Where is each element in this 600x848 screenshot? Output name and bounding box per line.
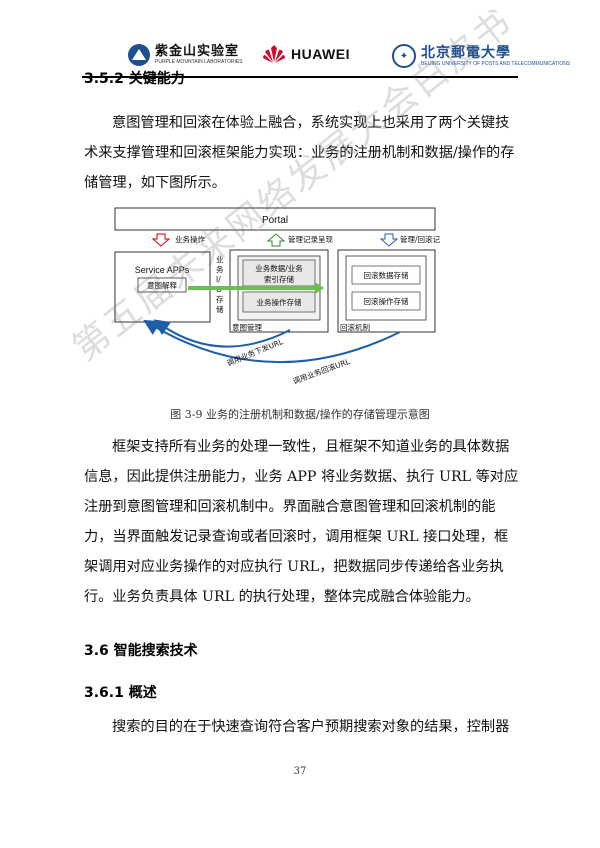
pml-logo-en: PURPLE MOUNTAIN LABORATORIES bbox=[155, 59, 243, 65]
rollback-data-box bbox=[351, 265, 421, 285]
huawei-logo: HUAWEI bbox=[262, 44, 350, 64]
intent-mgmt-label: 意图管理 bbox=[232, 322, 262, 332]
bupt-logo: ✦ 北京郵電大學 BEIJING UNIVERSITY OF POSTS AND… bbox=[392, 44, 570, 68]
mountain-icon bbox=[128, 44, 150, 66]
figure-caption: 图 3-9 业务的注册机制和数据/操作的存储管理示意图 bbox=[170, 408, 430, 421]
header-divider bbox=[82, 76, 518, 78]
huawei-wordmark: HUAWEI bbox=[291, 46, 350, 62]
header-logos: 紫金山实验室 PURPLE MOUNTAIN LABORATORIES HUAW… bbox=[0, 40, 600, 76]
io-flow-arrow-icon bbox=[188, 282, 324, 294]
rollback-op-box bbox=[351, 291, 421, 311]
intent-parse-box bbox=[137, 277, 187, 293]
record-present-arrow-icon bbox=[266, 233, 286, 247]
page-number: 37 bbox=[293, 766, 307, 777]
index-store-label-1: 业务数据/业务 bbox=[255, 263, 303, 273]
side-store-char-3: I/ bbox=[216, 275, 221, 284]
intent-parse-label: 意图解释 bbox=[147, 280, 177, 290]
side-store-char-2: 务 bbox=[216, 264, 224, 274]
bupt-emblem-icon: ✦ bbox=[392, 44, 416, 68]
arrow-label-record-present: 管理记录呈现 bbox=[288, 234, 333, 244]
index-store-label-2: 索引存储 bbox=[264, 274, 294, 284]
call-rollback-url-curve bbox=[143, 319, 401, 364]
arrow-label-rollback-op: 管理/回滚记录操作 bbox=[400, 234, 440, 244]
portal-label: Portal bbox=[262, 215, 288, 226]
index-store-box bbox=[242, 259, 316, 287]
pml-logo-cn: 紫金山实验室 bbox=[155, 44, 240, 59]
op-store-label: 业务操作存储 bbox=[257, 297, 302, 307]
rollback-mech-label: 回滚机制 bbox=[340, 322, 370, 332]
purple-mountain-logo: 紫金山实验室 PURPLE MOUNTAIN LABORATORIES bbox=[128, 44, 243, 66]
paragraph-framework: 框架支持所有业务的处理一致性，且框架不知道业务的具体数据信息，因此提供注册能力，… bbox=[84, 439, 519, 605]
section-heading-3-6-1: 3.6.1 概述 bbox=[84, 685, 157, 701]
op-store-box bbox=[242, 291, 316, 313]
side-store-char-6: 储 bbox=[216, 304, 224, 314]
portal-box bbox=[114, 207, 436, 231]
arrow-label-business-op: 业务操作 bbox=[175, 234, 205, 244]
rollback-op-arrow-icon bbox=[379, 233, 399, 247]
service-apps-label: Service APPs bbox=[135, 265, 190, 275]
business-op-arrow-icon bbox=[151, 233, 171, 247]
storage-management-diagram: Portal 业务操作 管理记录呈现 管理/回滚记录操作 Service APP… bbox=[114, 207, 440, 386]
section-heading-3-6: 3.6 智能搜索技术 bbox=[84, 643, 198, 659]
huawei-flower-icon bbox=[263, 45, 285, 63]
paragraph-key-capabilities: 意图管理和回滚在体验上融合，系统实现上也采用了两个关键技术来支撑管理和回滚框架能… bbox=[84, 115, 515, 191]
bupt-logo-en: BEIJING UNIVERSITY OF POSTS AND TELECOMM… bbox=[421, 60, 571, 67]
call-url-curve bbox=[153, 319, 291, 348]
section-heading-3-5-2: 3.5.2 关键能力 bbox=[84, 71, 185, 87]
rollback-op-label: 回滚操作存储 bbox=[364, 296, 409, 306]
side-store-char-5: 存 bbox=[216, 294, 224, 304]
side-store-char-1: 业 bbox=[216, 254, 224, 264]
figure-3-9-diagram: Portal 业务操作 管理记录呈现 管理/回滚记录操作 Service APP… bbox=[110, 206, 440, 396]
paragraph-search-overview: 搜索的目的在于快速查询符合客户预期搜索对象的结果，控制器 bbox=[112, 719, 510, 735]
bupt-logo-cn: 北京郵電大學 bbox=[421, 44, 511, 61]
rollback-data-label: 回滚数据存储 bbox=[364, 270, 409, 280]
